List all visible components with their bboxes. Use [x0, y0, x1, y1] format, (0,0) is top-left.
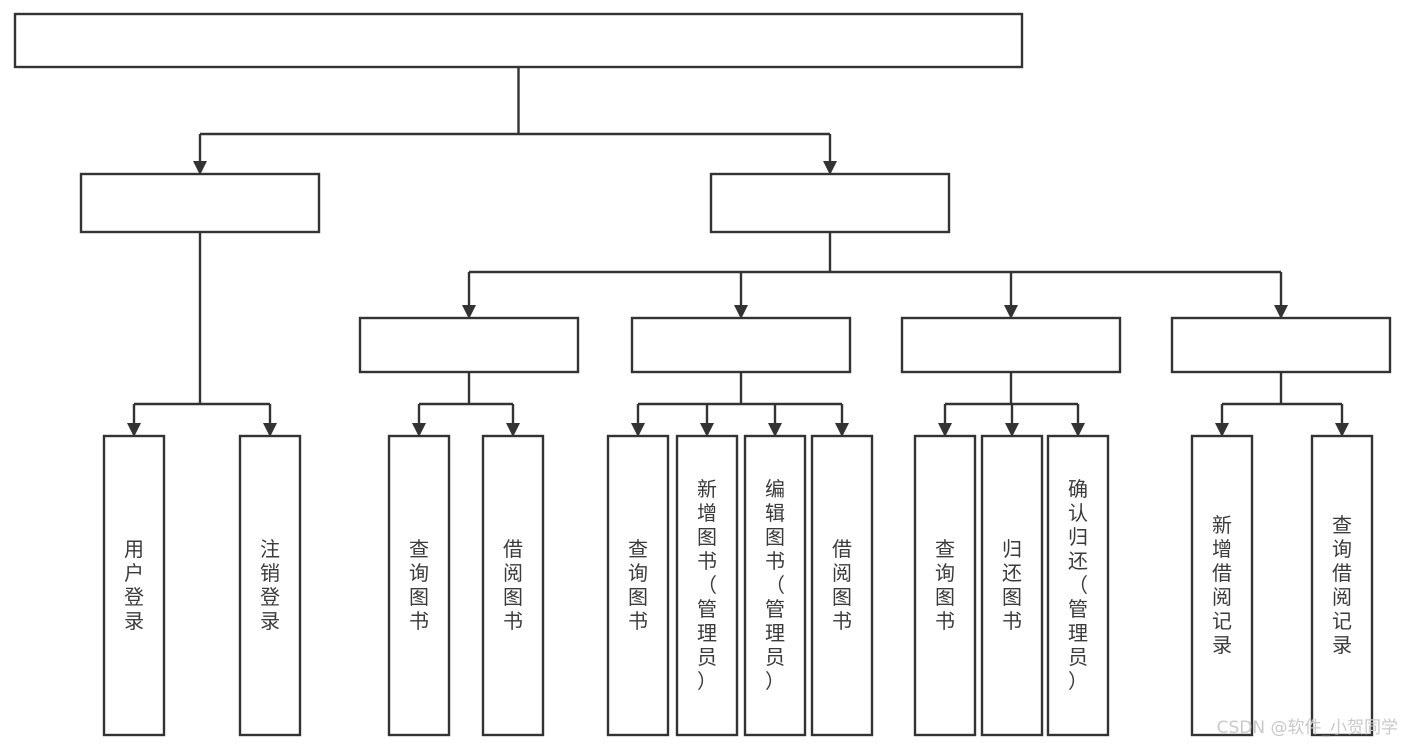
node-leaf-confirm-return-label: 确认归还（管理员） — [1068, 477, 1088, 693]
node-leaf-user-login-label: 用户登录 — [124, 537, 144, 633]
node-borrow-record[interactable] — [1170, 316, 1392, 374]
node-leaf-borrow-book-1-label: 借阅图书 — [503, 537, 523, 633]
node-leaf-query-record-label: 查询借阅记录 — [1332, 513, 1352, 657]
connectors-layer — [127, 67, 1349, 437]
node-leaf-borrow-book-2-label: 借阅图书 — [832, 537, 852, 633]
node-leaf-query-book-3[interactable]: 查询图书 — [913, 434, 977, 737]
arrow-head-icon — [631, 423, 645, 437]
node-leaf-borrow-book-1[interactable]: 借阅图书 — [481, 434, 545, 737]
arrow-head-icon — [835, 423, 849, 437]
arrow-head-icon — [1215, 423, 1229, 437]
arrow-head-icon — [938, 423, 952, 437]
nodes-layer: 用户登录 注销登录 查询图书 借阅图书 查询图书 新增图书（管理员） 编辑图书（管理员） 借阅… — [13, 12, 1392, 737]
node-leaf-user-login[interactable]: 用户登录 — [102, 434, 166, 737]
arrow-head-icon — [823, 161, 837, 175]
arrow-head-icon — [700, 423, 714, 437]
arrow-head-icon — [1274, 305, 1288, 319]
node-leaf-edit-book[interactable]: 编辑图书（管理员） — [743, 434, 807, 737]
node-new-book-rec[interactable] — [358, 316, 580, 374]
arrow-head-icon — [412, 423, 426, 437]
arrow-head-icon — [193, 161, 207, 175]
arrow-head-icon — [1004, 305, 1018, 319]
node-leaf-add-book[interactable]: 新增图书（管理员） — [675, 434, 739, 737]
node-leaf-confirm-return[interactable]: 确认归还（管理员） — [1046, 434, 1110, 737]
node-book-borrow[interactable] — [630, 316, 852, 374]
node-leaf-query-book-2-label: 查询图书 — [628, 537, 648, 633]
node-root-book-management-system[interactable] — [13, 12, 1024, 69]
arrow-head-icon — [1335, 423, 1349, 437]
node-leaf-query-record[interactable]: 查询借阅记录 — [1310, 434, 1374, 737]
arrow-head-icon — [263, 423, 277, 437]
node-leaf-logout-label: 注销登录 — [260, 537, 280, 633]
node-leaf-add-record-label: 新增借阅记录 — [1212, 513, 1232, 657]
node-leaf-edit-book-label: 编辑图书（管理员） — [765, 477, 785, 693]
node-leaf-query-book-1[interactable]: 查询图书 — [387, 434, 451, 737]
node-leaf-logout[interactable]: 注销登录 — [238, 434, 302, 737]
arrow-head-icon — [462, 305, 476, 319]
node-book-manage[interactable] — [709, 172, 951, 234]
arrow-head-icon — [1071, 423, 1085, 437]
node-leaf-return-book[interactable]: 归还图书 — [980, 434, 1044, 737]
node-user-login[interactable] — [79, 172, 321, 234]
csdn-watermark: CSDN @软件_小贺同学 — [1217, 718, 1398, 738]
node-leaf-query-book-3-label: 查询图书 — [935, 537, 955, 633]
arrow-head-icon — [1005, 423, 1019, 437]
arrow-head-icon — [768, 423, 782, 437]
node-leaf-query-book-2[interactable]: 查询图书 — [606, 434, 670, 737]
node-leaf-add-record[interactable]: 新增借阅记录 — [1190, 434, 1254, 737]
node-leaf-borrow-book-2[interactable]: 借阅图书 — [810, 434, 874, 737]
arrow-head-icon — [506, 423, 520, 437]
node-leaf-return-book-label: 归还图书 — [1002, 537, 1022, 633]
node-leaf-add-book-label: 新增图书（管理员） — [697, 477, 717, 693]
arrow-head-icon — [734, 305, 748, 319]
node-leaf-query-book-1-label: 查询图书 — [409, 537, 429, 633]
node-current-borrow[interactable] — [900, 316, 1122, 374]
arrow-head-icon — [127, 423, 141, 437]
